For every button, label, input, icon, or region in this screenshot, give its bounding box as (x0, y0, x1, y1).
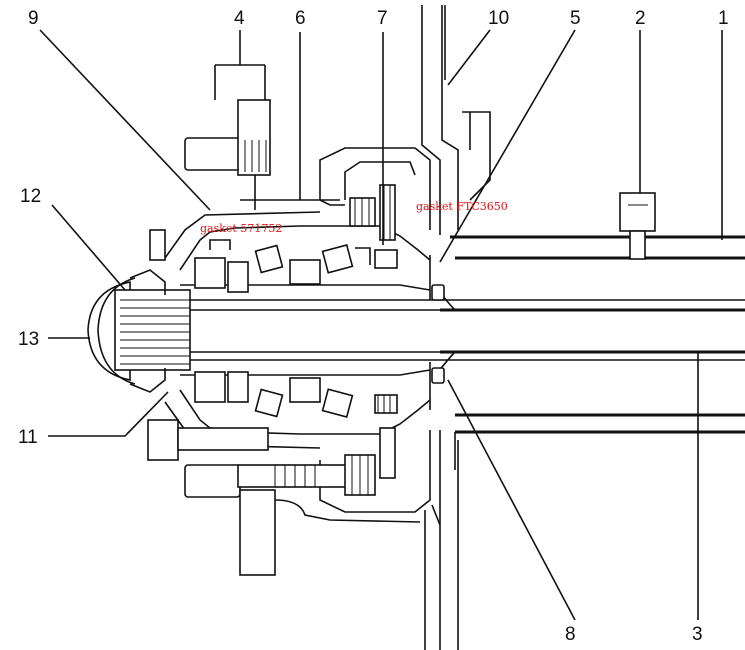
callout-11: 11 (18, 427, 38, 448)
gasket-571752-label: gasket 571752 (200, 222, 282, 235)
callout-13: 13 (18, 329, 39, 350)
leader-lines (39, 29, 723, 621)
gasket-ftc3650-label: gasket FTC3650 (416, 200, 508, 213)
callout-2: 2 (635, 8, 646, 29)
callout-8: 8 (565, 624, 576, 645)
drive-flange-cap (87, 229, 191, 393)
callout-labels: 1 2 3 4 5 6 7 8 9 10 11 12 13 (18, 8, 729, 645)
lower-bearings (194, 371, 398, 479)
wheel-stud-lower (147, 419, 421, 576)
callout-4: 4 (234, 8, 245, 29)
backing-plate (421, 5, 491, 650)
callout-1: 1 (718, 8, 729, 29)
callout-3: 3 (692, 624, 703, 645)
gasket-annotations: gasket 571752 gasket FTC3650 (200, 200, 508, 235)
stud-bolt (619, 192, 656, 260)
callout-6: 6 (295, 8, 306, 29)
upper-bearings (194, 184, 398, 293)
callout-5: 5 (570, 8, 581, 29)
wheel-stud-upper (184, 99, 271, 210)
oil-seal (429, 255, 445, 410)
callout-10: 10 (488, 8, 509, 29)
callout-7: 7 (377, 8, 388, 29)
callout-9: 9 (28, 8, 39, 29)
callout-12: 12 (20, 186, 41, 207)
